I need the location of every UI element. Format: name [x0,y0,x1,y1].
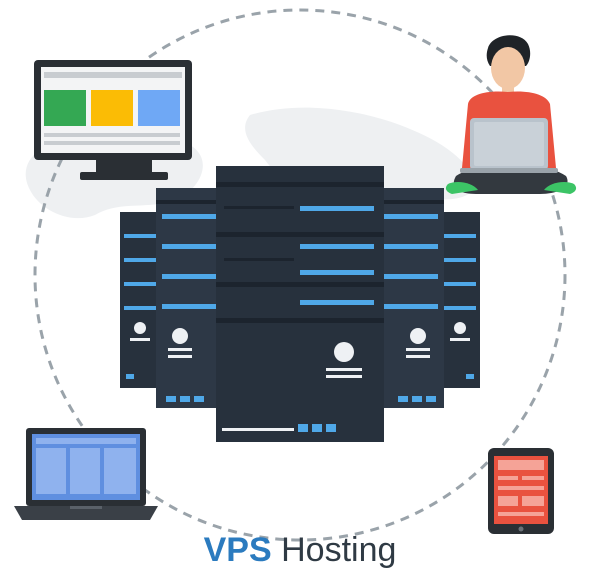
server-right [378,188,444,408]
person-with-laptop-icon [445,35,577,194]
server-rack-icon [120,166,480,442]
server-left [156,188,222,408]
desktop-monitor-icon [34,60,192,180]
title-vps: VPS [203,531,272,569]
network-dashed-ring [33,8,567,542]
tablet-icon [488,448,554,534]
laptop-icon [14,428,158,520]
page-title: VPS Hosting [0,528,600,572]
title-hosting: Hosting [281,531,397,569]
